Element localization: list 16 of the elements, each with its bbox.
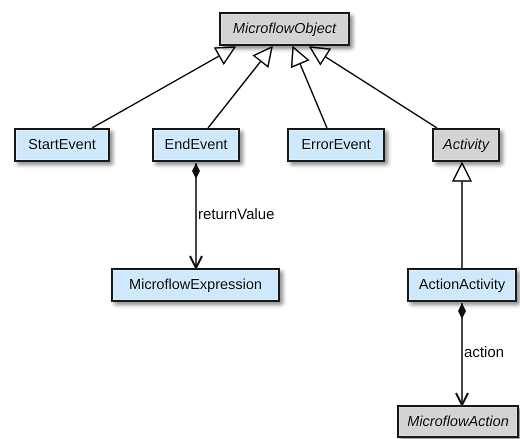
inheritance-arrow bbox=[92, 46, 236, 129]
class-box: StartEvent bbox=[14, 128, 110, 162]
abstract-class-box: MicroflowAction bbox=[397, 405, 519, 438]
inheritance-arrow bbox=[290, 46, 328, 128]
edge-label: returnValue bbox=[197, 206, 276, 222]
abstract-class-box: Activity bbox=[432, 128, 500, 162]
composition-arrow bbox=[455, 303, 469, 406]
inheritance-arrow bbox=[207, 46, 273, 128]
class-box: ActionActivity bbox=[407, 268, 517, 302]
composition-arrow bbox=[189, 163, 203, 269]
inheritance-arrow bbox=[309, 46, 438, 129]
class-box: ErrorEvent bbox=[287, 128, 385, 162]
class-box: EndEvent bbox=[152, 128, 240, 162]
inheritance-arrow bbox=[452, 162, 472, 268]
abstract-class-box: MicroflowObject bbox=[219, 12, 350, 46]
class-box: MicroflowExpression bbox=[111, 268, 280, 302]
